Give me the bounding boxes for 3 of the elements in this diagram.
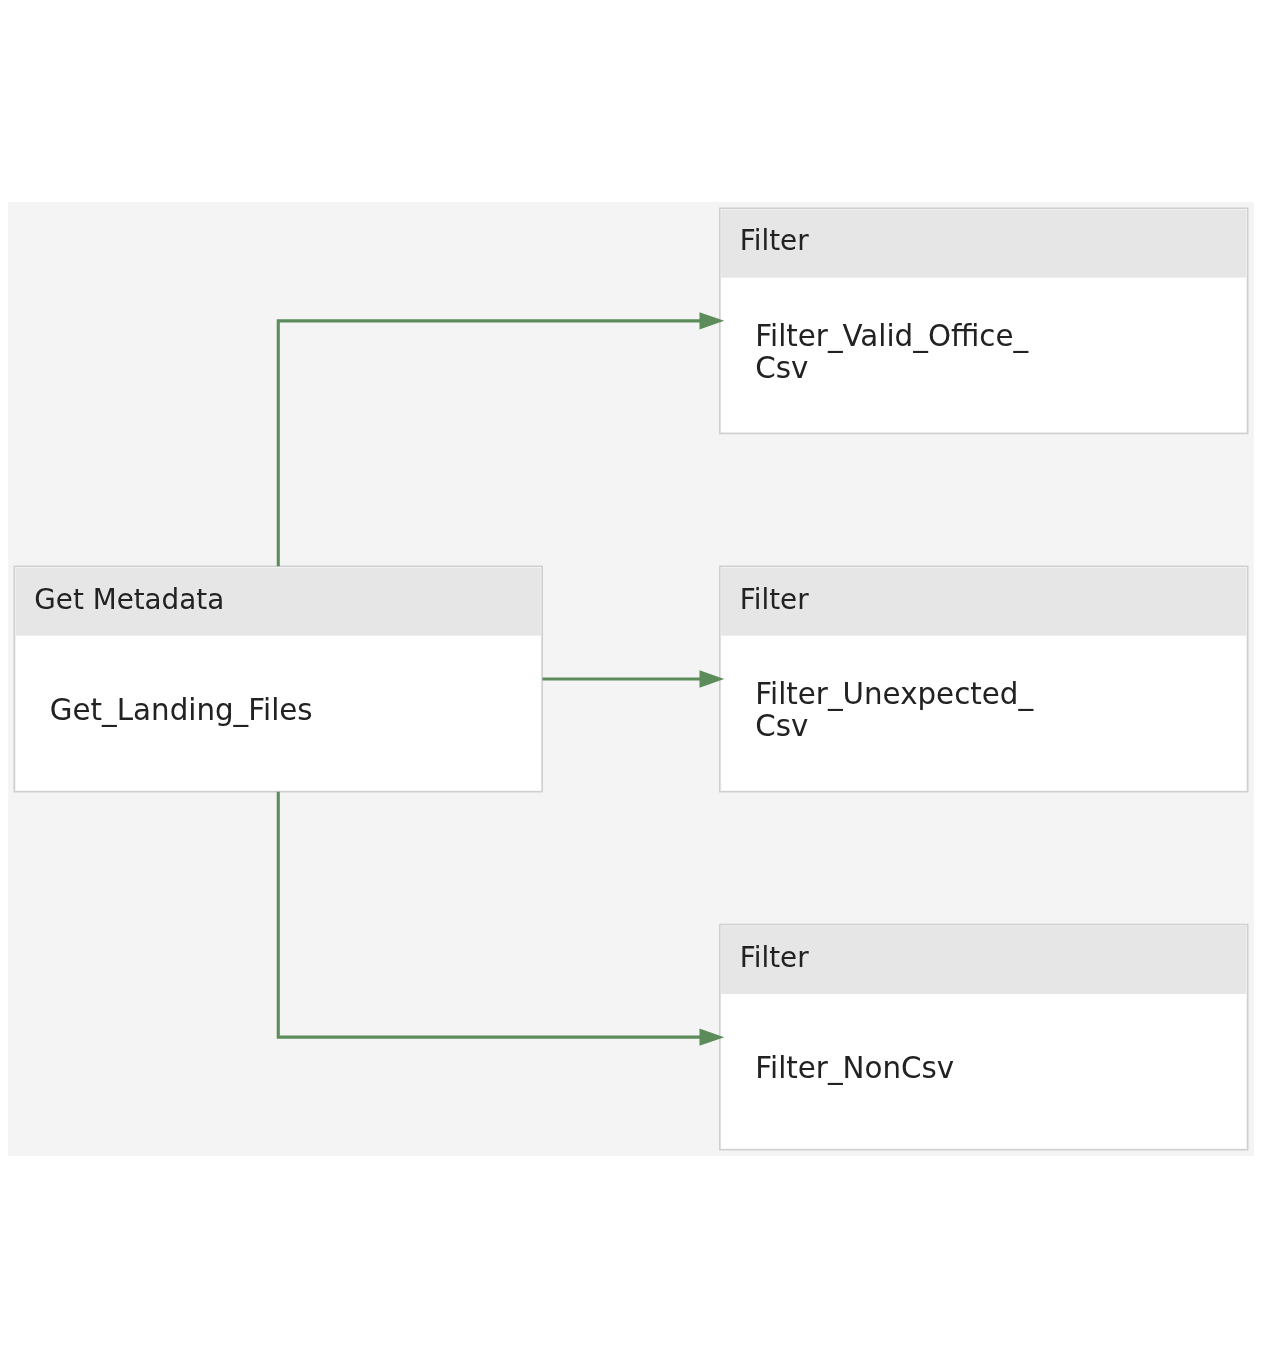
arrow	[276, 791, 725, 1046]
arrow	[276, 312, 725, 567]
arrow	[542, 670, 725, 688]
